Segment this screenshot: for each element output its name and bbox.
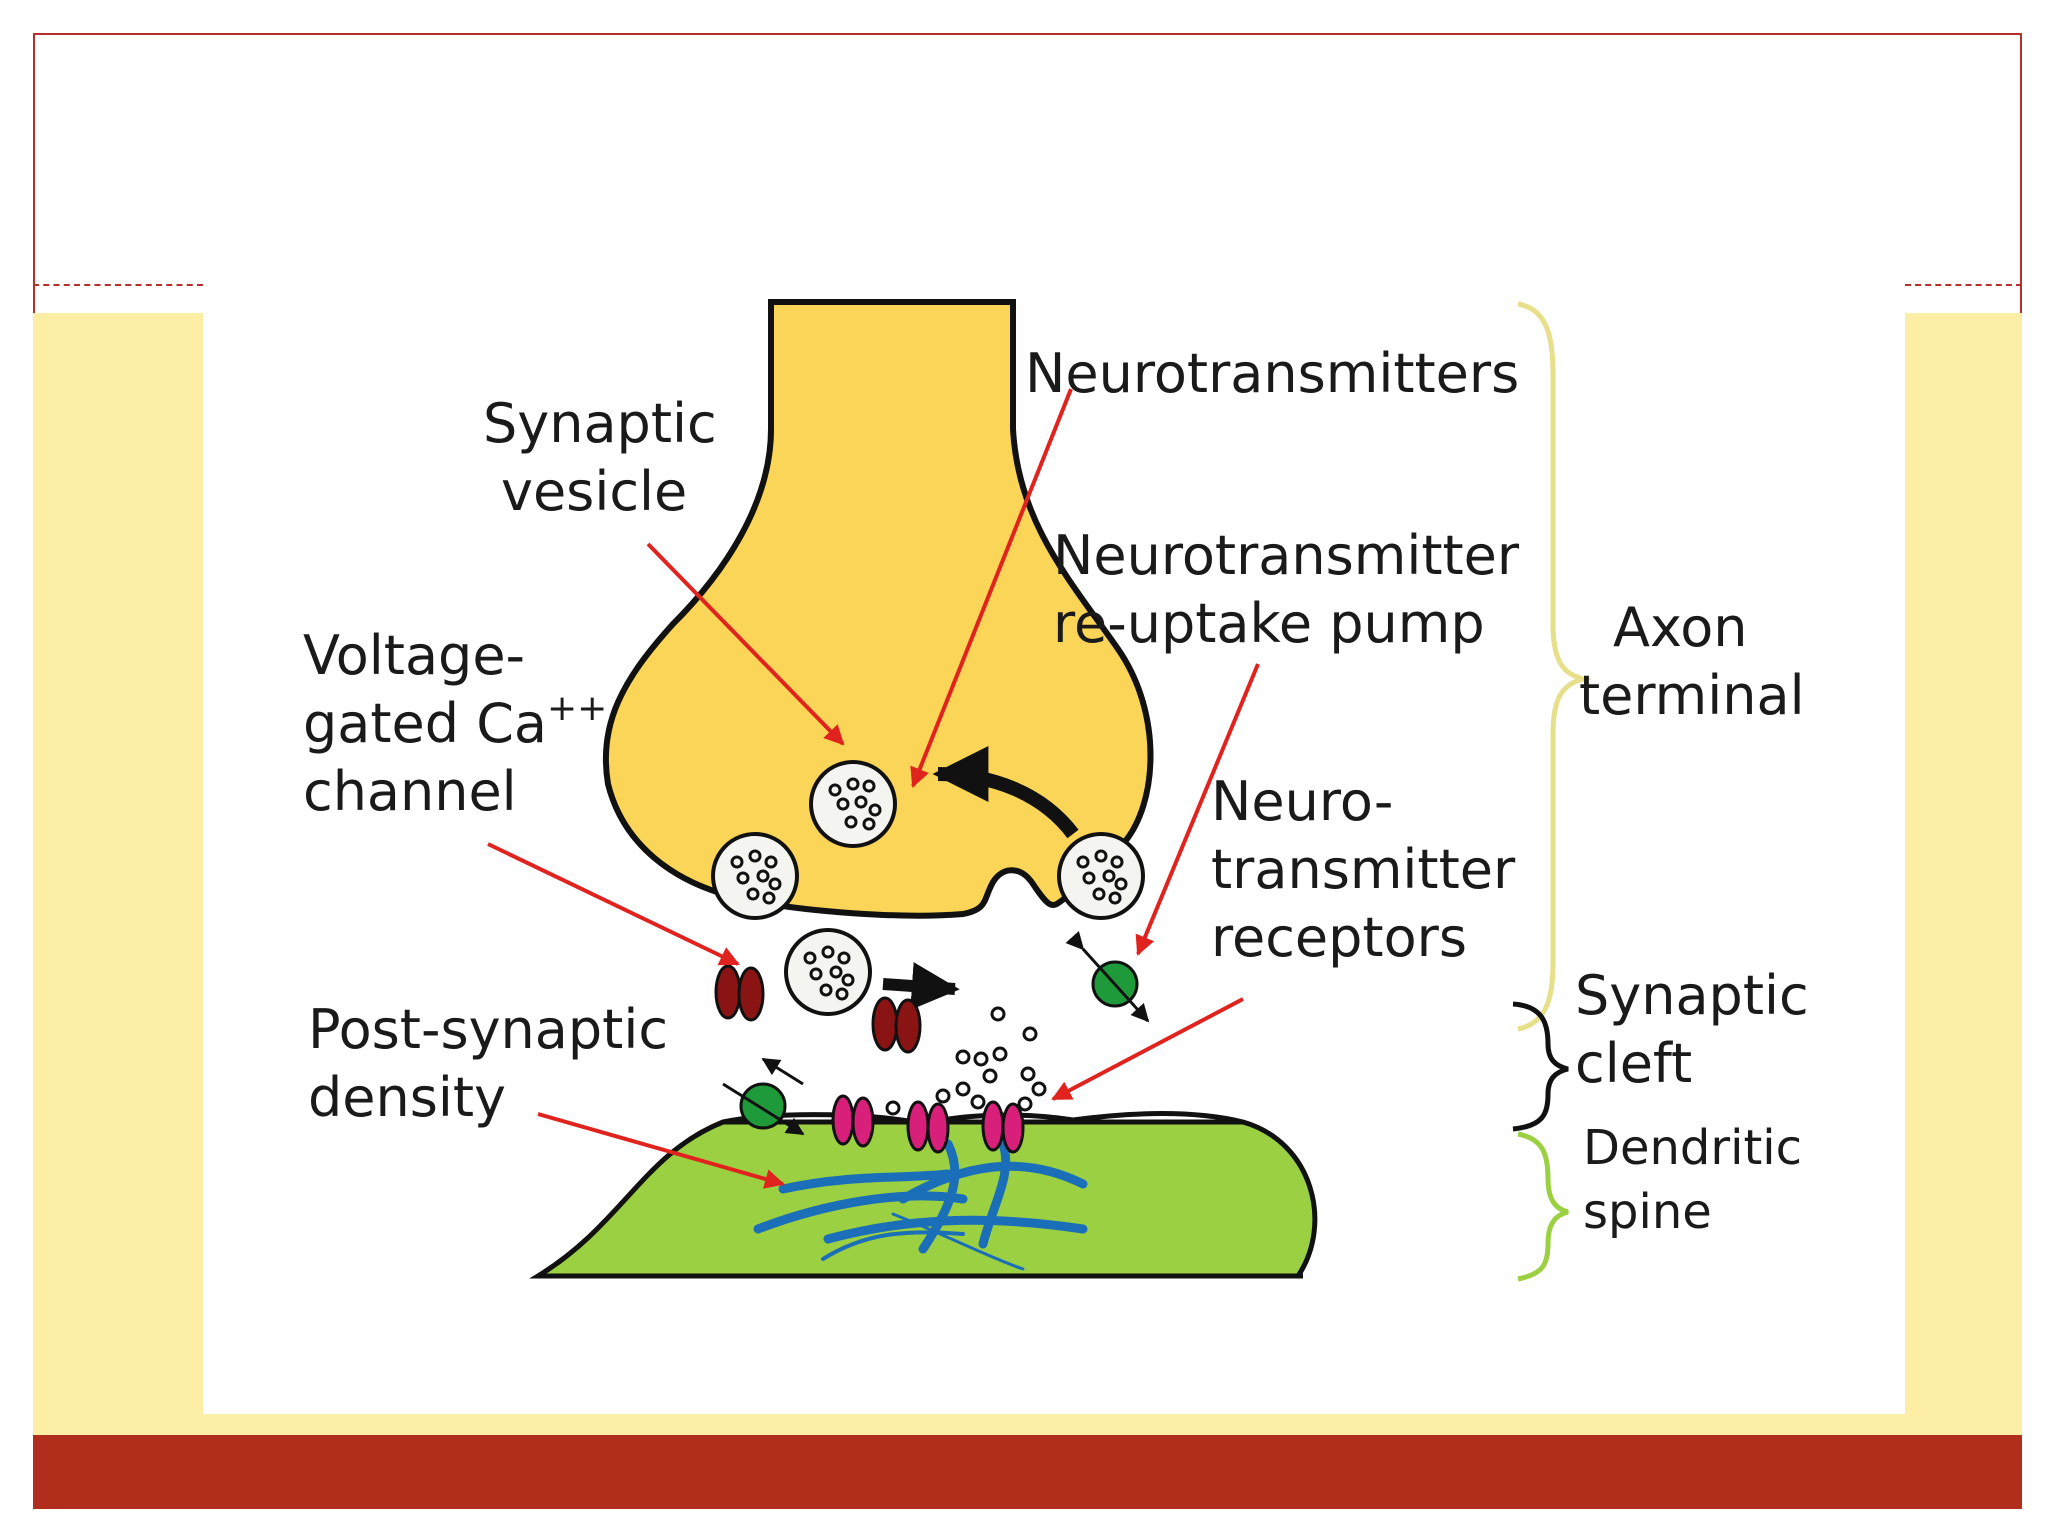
fusion-arrow [882,962,960,1010]
reuptake-pumps [722,930,1150,1136]
title-divider-right [1905,284,2022,286]
label-reuptake-pump: Neurotransmitter re-uptake pump [1053,524,1536,655]
label-dendritic-spine: Dendritic spine [1583,1120,1817,1240]
label-voltage-gated-channel: Voltage- gated Ca++ channel [303,624,625,823]
label-synaptic-cleft: Synaptic cleft [1575,964,1826,1095]
title-divider-left [33,284,203,286]
ca-channels [714,964,922,1054]
post-synaptic-density-fibres [753,1139,1088,1271]
label-post-synaptic-density: Post-synaptic density [308,998,685,1129]
receptors [831,1094,1025,1154]
label-neurotransmitters: Neurotransmitters [1025,342,1519,405]
synaptic-cleft-brace [1512,1001,1569,1132]
axon-terminal-brace [1517,301,1593,1032]
released-neurotransmitters [885,1006,1047,1116]
footer-bar [33,1435,2022,1509]
label-synaptic-vesicle: Synaptic vesicle [483,392,734,523]
label-axon-terminal: Axon terminal [1579,596,1805,727]
pointer-arrows [487,388,1260,1189]
synapse-diagram: Synaptic vesicle Neurotransmitters Neuro… [203,284,1905,1414]
axon-terminal-shape [602,299,1154,919]
dendritic-spine-brace [1517,1131,1569,1282]
synaptic-vesicles [711,760,1145,1016]
label-receptors: Neuro- transmitter receptors [1211,770,1532,969]
recycle-arrow [932,746,1079,839]
